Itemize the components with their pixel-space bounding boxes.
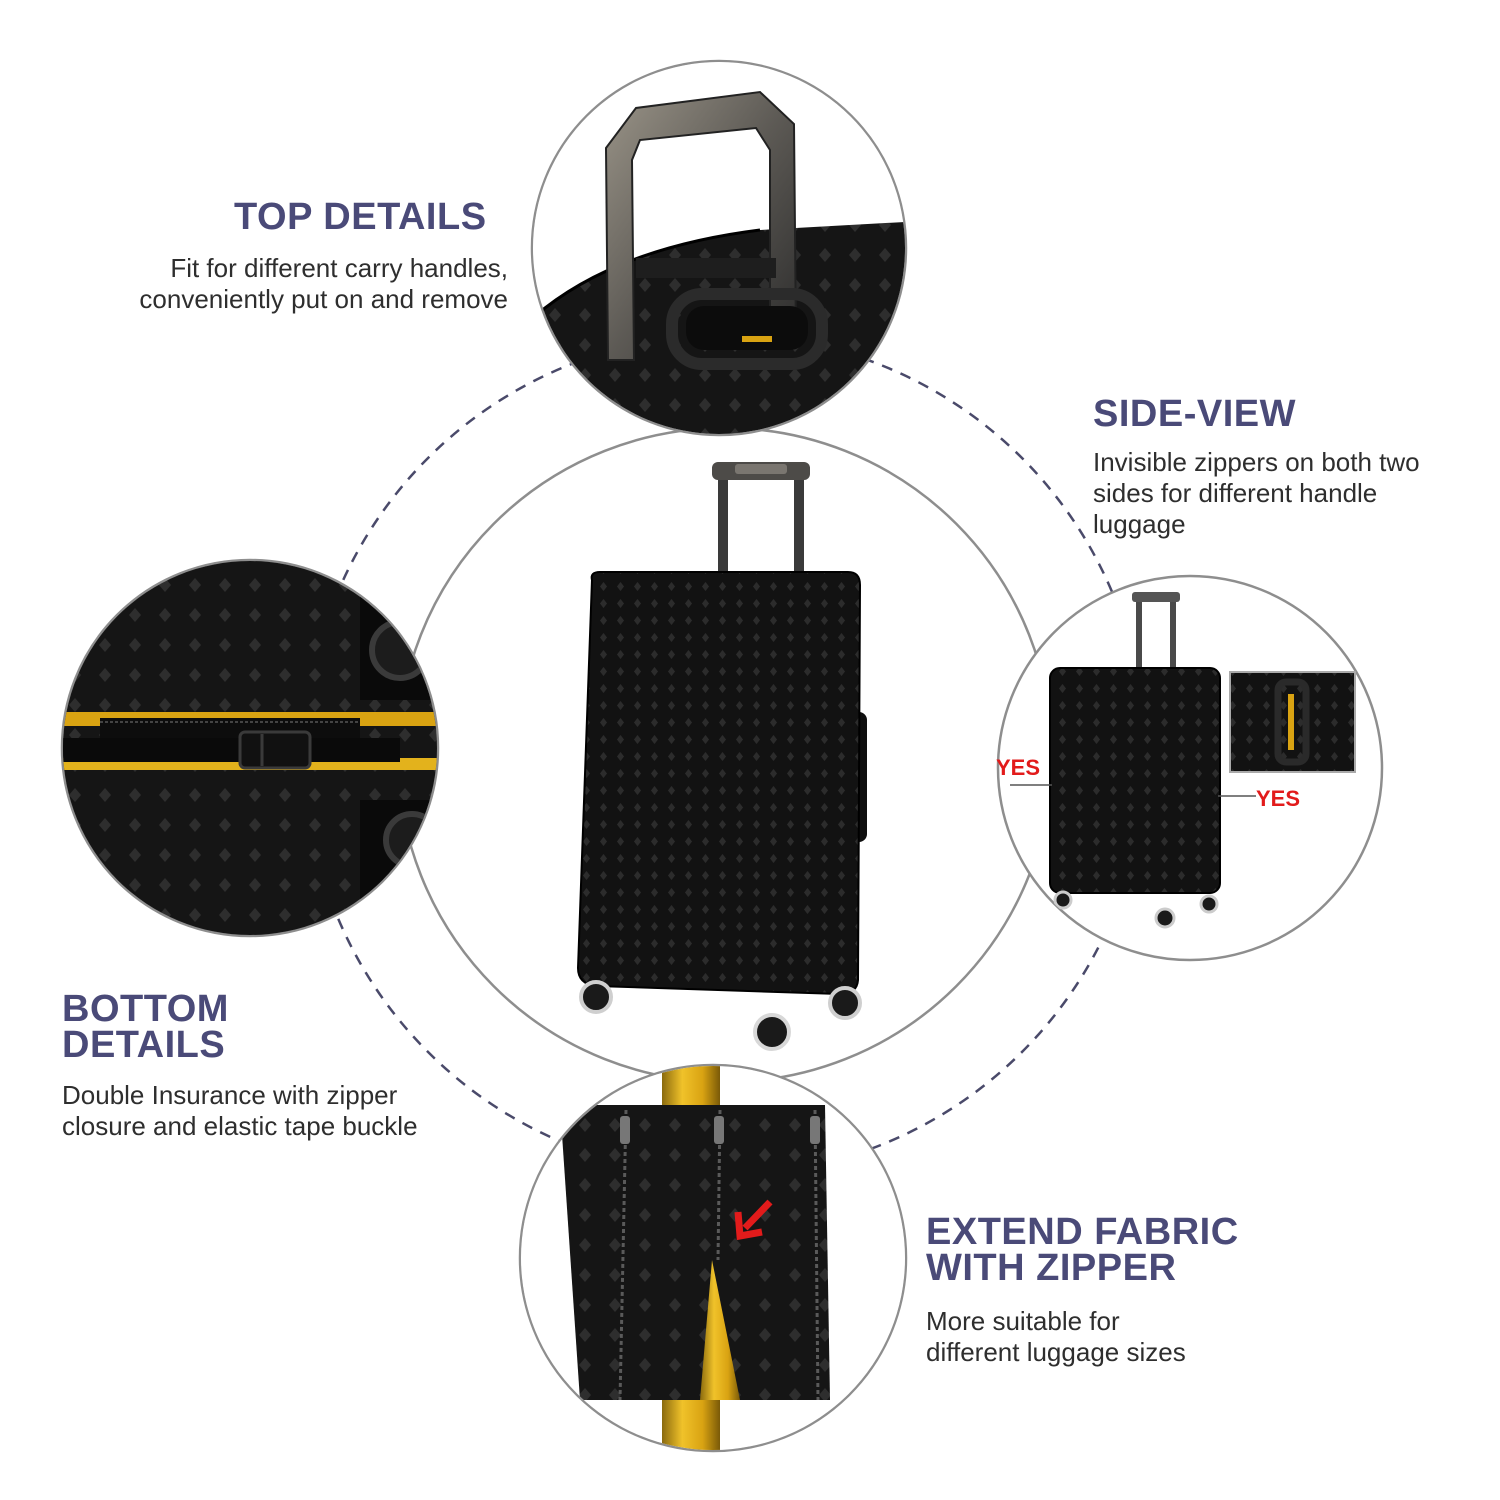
side-view-line-3: luggage bbox=[1093, 509, 1186, 539]
buckle-icon bbox=[238, 730, 312, 770]
bottom-details-line-2: closure and elastic tape buckle bbox=[62, 1111, 418, 1141]
bottom-detail-view bbox=[60, 558, 440, 938]
extend-fabric-title-line-2: WITH ZIPPER bbox=[926, 1247, 1177, 1289]
extend-fabric-line-1: More suitable for bbox=[926, 1306, 1120, 1336]
extend-fabric-title: EXTEND FABRIC WITH ZIPPER bbox=[926, 1211, 1239, 1289]
side-view-line-1: Invisible zippers on both two bbox=[1093, 447, 1420, 477]
yes-marker-left: YES bbox=[996, 755, 1041, 780]
bottom-details-title-line-2: DETAILS bbox=[62, 1024, 226, 1066]
luggage-icon bbox=[576, 462, 867, 1051]
top-details-line-1: Fit for different carry handles, bbox=[170, 253, 508, 283]
center-luggage-view bbox=[396, 426, 1054, 1084]
side-view bbox=[996, 574, 1384, 962]
bottom-details-title-line-1: BOTTOM bbox=[62, 988, 229, 1030]
yes-marker-right: YES bbox=[1256, 786, 1301, 811]
extend-fabric-view bbox=[518, 1063, 908, 1453]
side-view-description: Invisible zippers on both two sides for … bbox=[1093, 447, 1420, 540]
extend-fabric-description: More suitable for different luggage size… bbox=[926, 1306, 1186, 1368]
top-details-line-2: conveniently put on and remove bbox=[139, 284, 508, 314]
handle-icon bbox=[604, 90, 828, 370]
bottom-details-title: BOTTOM DETAILS bbox=[62, 988, 229, 1066]
side-view-title: SIDE-VIEW bbox=[1093, 393, 1296, 435]
arrow-icon bbox=[734, 1199, 773, 1241]
extend-fabric-title-line-1: EXTEND FABRIC bbox=[926, 1211, 1239, 1253]
side-view-line-2: sides for different handle bbox=[1093, 478, 1378, 508]
bottom-details-line-1: Double Insurance with zipper bbox=[62, 1080, 398, 1110]
bottom-details-description: Double Insurance with zipper closure and… bbox=[62, 1080, 418, 1142]
top-detail-view bbox=[530, 59, 908, 437]
top-details-description: Fit for different carry handles, conveni… bbox=[139, 253, 508, 315]
extend-fabric-line-2: different luggage sizes bbox=[926, 1337, 1186, 1367]
top-details-title: TOP DETAILS bbox=[234, 196, 487, 238]
zipper-icon bbox=[618, 1109, 820, 1401]
